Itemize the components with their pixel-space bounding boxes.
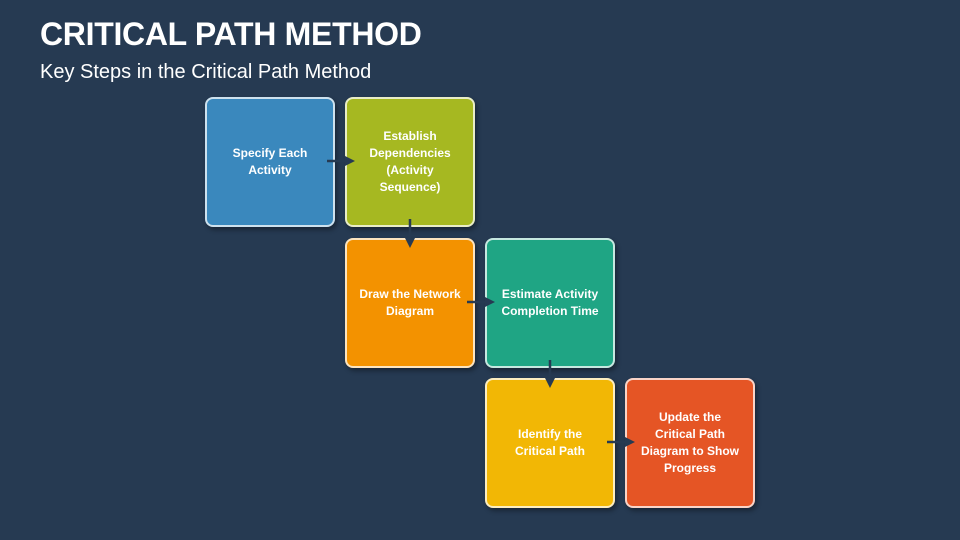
step-label: Establish Dependencies (Activity Sequenc… <box>369 129 451 194</box>
step-label: Specify Each Activity <box>232 146 308 177</box>
page-subtitle: Key Steps in the Critical Path Method <box>40 61 372 83</box>
step-identify-critical-path: Identify the Critical Path <box>485 378 615 508</box>
step-draw-network-diagram: Draw the Network Diagram <box>345 238 475 368</box>
step-label: Estimate Activity Completion Time <box>501 287 599 318</box>
step-label: Update the Critical Path Diagram to Show… <box>640 410 739 475</box>
step-label: Identify the Critical Path <box>514 427 586 458</box>
step-establish-dependencies: Establish Dependencies (Activity Sequenc… <box>345 97 475 227</box>
step-specify-activity: Specify Each Activity <box>205 97 335 227</box>
page-title: CRITICAL PATH METHOD <box>40 16 422 52</box>
step-estimate-completion-time: Estimate Activity Completion Time <box>485 238 615 368</box>
step-update-diagram: Update the Critical Path Diagram to Show… <box>625 378 755 508</box>
step-label: Draw the Network Diagram <box>359 287 461 318</box>
